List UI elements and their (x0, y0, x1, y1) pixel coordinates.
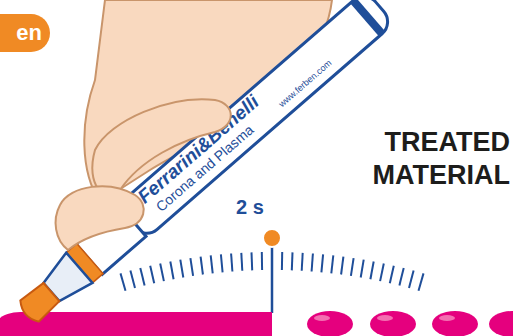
scale-tick (331, 255, 333, 273)
scale-tick (341, 257, 343, 275)
ink-droplet (370, 311, 416, 336)
ink-droplet (432, 311, 478, 336)
scale-tick (361, 260, 364, 278)
droplet-highlight (377, 315, 393, 321)
marker-pen (11, 0, 394, 331)
scale-tick (419, 273, 424, 290)
scale-tick (399, 268, 403, 285)
scale-tick (121, 273, 126, 290)
index-finger (92, 99, 230, 195)
time-marker-dot (263, 229, 281, 247)
ink-droplet (489, 311, 513, 336)
scale-tick (251, 252, 254, 270)
scale-tick (312, 254, 313, 272)
scale-tick (302, 253, 303, 271)
scale-tick (201, 257, 203, 275)
scale-tick (291, 252, 294, 270)
scale-tick (221, 254, 223, 272)
pen-cap-band (350, 0, 385, 36)
scale-tick (351, 258, 354, 276)
scale-tick (281, 252, 283, 270)
scale-tick (261, 252, 263, 270)
scale-tick (130, 271, 135, 288)
time-marker-line (271, 246, 274, 313)
scale-tick (180, 260, 183, 278)
scale-tick (190, 258, 193, 276)
ink-droplet (307, 311, 353, 336)
scale-tick (160, 264, 164, 282)
scale-tick (241, 253, 242, 271)
thumb (56, 186, 144, 250)
badge-text: en (16, 20, 42, 46)
scale-tick (321, 254, 323, 272)
droplet-highlight (314, 315, 330, 321)
time-label: 2 s (236, 196, 264, 219)
tab-badge: en (0, 14, 50, 52)
scale-tick (231, 254, 232, 272)
material-label: TREATED MATERIAL (345, 126, 510, 192)
scale-tick (409, 271, 414, 288)
droplet-highlight (439, 315, 455, 321)
scale-tick (370, 262, 373, 280)
scale-tick (380, 264, 384, 282)
scale-tick (140, 268, 144, 285)
scale-tick (390, 266, 394, 284)
pen-nib (17, 281, 61, 324)
scale-tick (150, 266, 154, 284)
scale-tick (170, 262, 173, 280)
scale-tick (211, 255, 213, 273)
